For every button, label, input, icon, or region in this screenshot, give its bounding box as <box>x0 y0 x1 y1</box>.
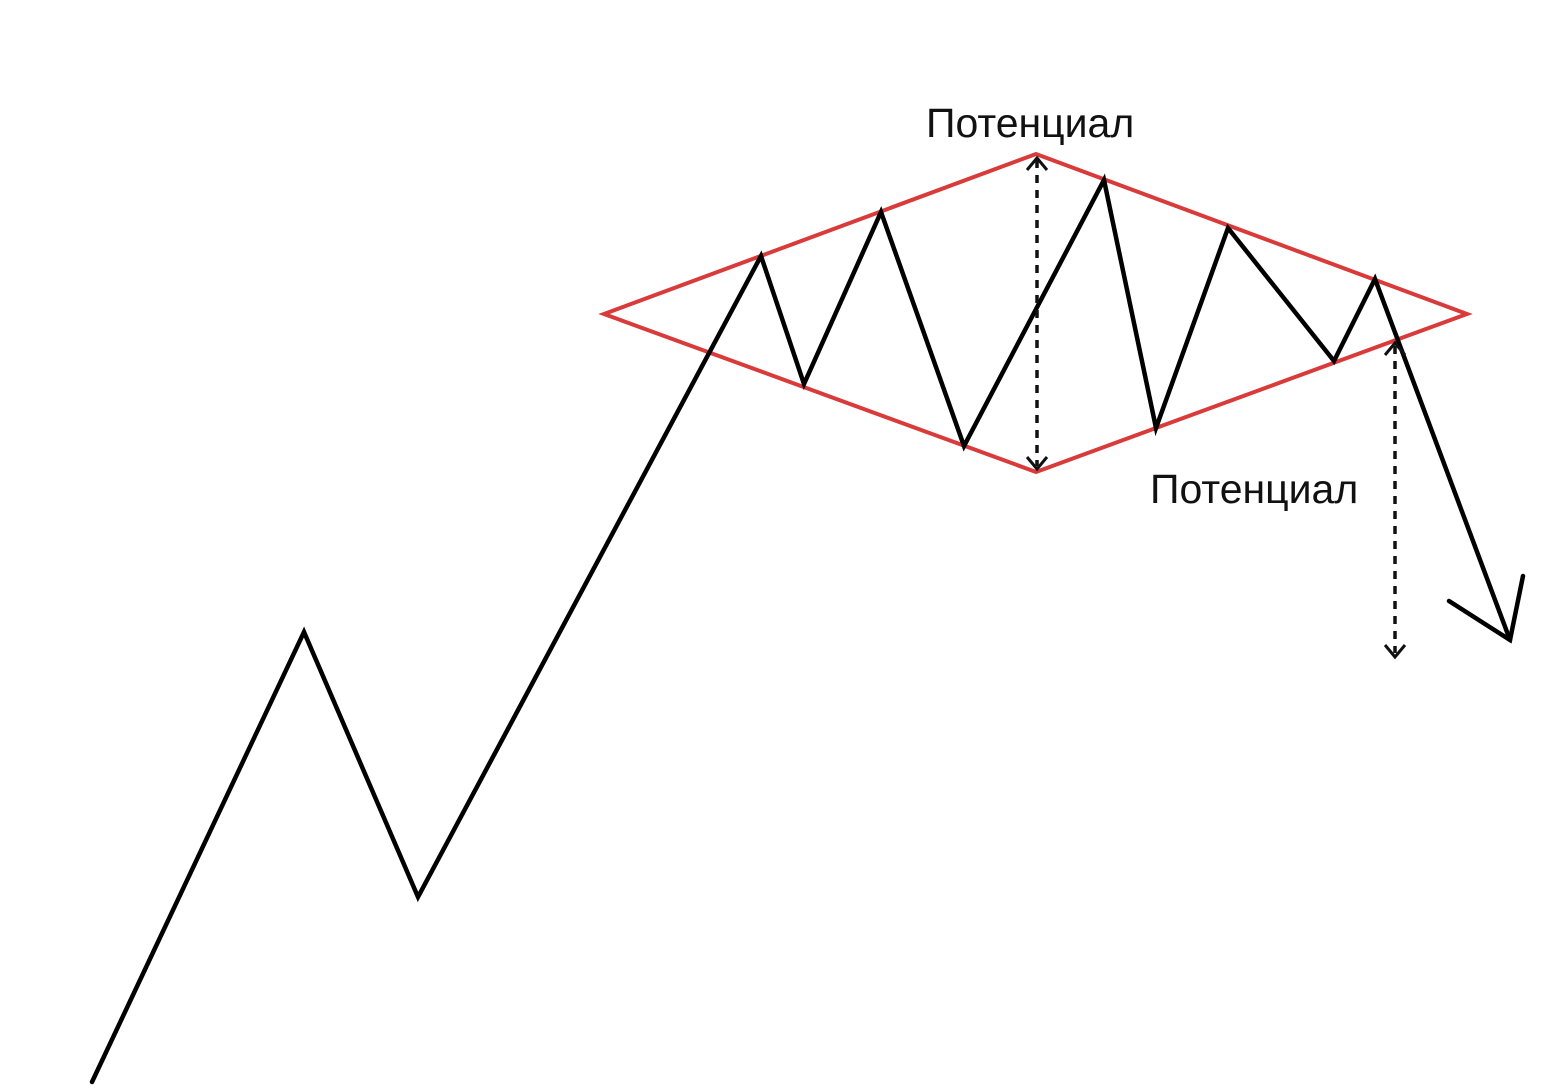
height-measure-arrow <box>1025 155 1049 472</box>
upper-potential-label: Потенциал <box>926 100 1134 146</box>
arrowhead-down <box>1383 644 1407 660</box>
price-line <box>89 173 1513 1085</box>
target-measure-arrow <box>1383 340 1407 660</box>
lower-potential-label: Потенциал <box>1150 466 1358 512</box>
diamond-outline <box>598 151 1473 475</box>
breakdown-arrowhead <box>1446 573 1526 644</box>
arrowhead-up <box>1383 340 1407 356</box>
arrowhead-up <box>1025 155 1049 171</box>
arrowhead-down <box>1025 456 1049 472</box>
